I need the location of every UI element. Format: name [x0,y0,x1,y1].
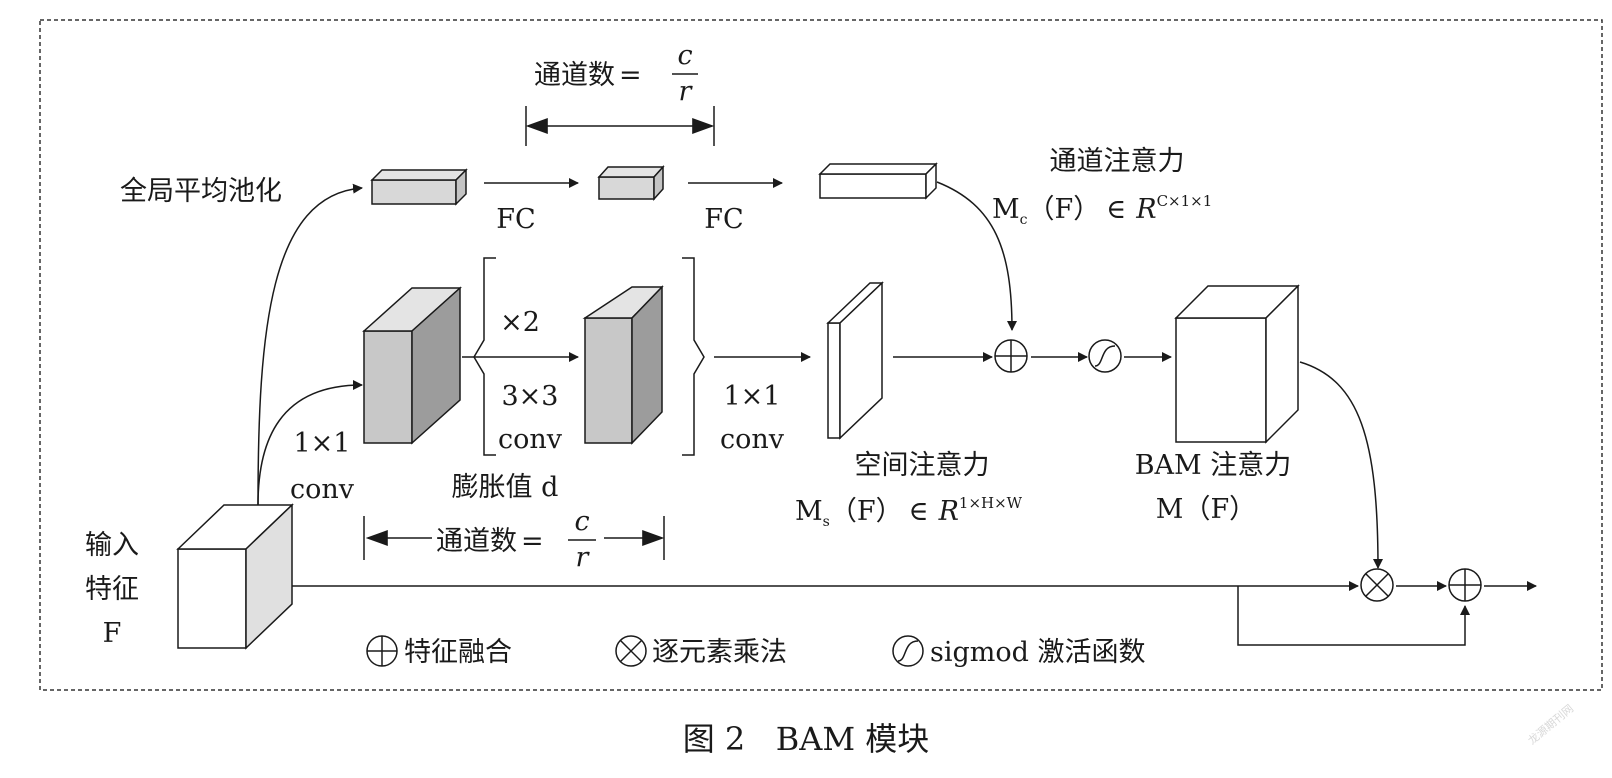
legend-circle-plus-icon [366,635,398,667]
fusion-plus-icon [994,339,1028,373]
multiply-icon [1360,568,1394,602]
input-feature-block [176,503,294,650]
channel-attention-expr: Mc（F）∈RC×1×1 [992,192,1212,228]
arrow-skip-connection [1237,586,1470,646]
bracket-right [682,257,705,456]
gap-pool-block [370,168,468,206]
channel-count-bottom-numerator: c [574,506,589,537]
add-icon [1448,568,1482,602]
fc2-label: FC [704,204,743,235]
channel-count-top-denominator: r [679,76,694,107]
bam-attention-block [1174,284,1300,444]
arrow-input-to-conv [257,380,363,506]
conv-block-2 [582,285,664,445]
dilation-label: 膨胀值 d [452,472,559,503]
channel-count-bottom-prefix: 通道数= [436,526,544,557]
bracket-left [473,257,496,456]
legend-sigmoid-icon [892,635,924,667]
spatial-attention-title: 空间注意力 [855,450,990,481]
bam-attention-line2: M（F） [1156,494,1256,525]
spatial-attention-block [826,281,884,440]
conv3x3-line1: 3×3 [502,381,559,412]
fc-reduced-block [597,165,665,201]
conv1x1-left-line2: conv [290,474,355,505]
fc1-label: FC [496,204,535,235]
global-pool-label: 全局平均池化 [120,176,282,207]
watermark: 龙源期刊网 [1525,701,1576,747]
legend-label-fusion: 特征融合 [404,637,512,668]
sigmoid-icon [1088,339,1122,373]
input-line2: 特征 [85,574,139,605]
conv1x1-right-line2: conv [720,424,785,455]
legend-label-multiply: 逐元素乘法 [652,637,787,668]
legend-label-sigmoid: sigmod 激活函数 [930,637,1146,668]
bam-attention-line1: BAM 注意力 [1135,450,1292,481]
conv-block-1 [362,286,462,445]
arrow-channel-to-fusion [936,181,1017,331]
channel-count-top-numerator: c [677,40,692,71]
arrow-input-to-pool [257,183,363,506]
channel-attention-block [818,162,938,200]
input-line1: 输入 [85,530,139,561]
channel-attention-title: 通道注意力 [1050,146,1185,177]
spatial-attention-expr: Ms（F）∈R1×H×W [795,494,1023,530]
times2-label: ×2 [500,307,540,338]
conv3x3-line2: conv [498,424,563,455]
conv1x1-right-line1: 1×1 [724,381,781,412]
channel-count-top-prefix: 通道数= [534,60,642,91]
conv1x1-left-line1: 1×1 [294,428,351,459]
arrow-bam-to-multiply [1299,361,1383,569]
channel-count-bottom-denominator: r [576,542,591,573]
dashed-frame [39,19,1603,691]
input-line3: F [103,618,122,649]
figure-caption: 图 2 BAM 模块 [683,720,930,758]
legend-circle-times-icon [615,635,647,667]
